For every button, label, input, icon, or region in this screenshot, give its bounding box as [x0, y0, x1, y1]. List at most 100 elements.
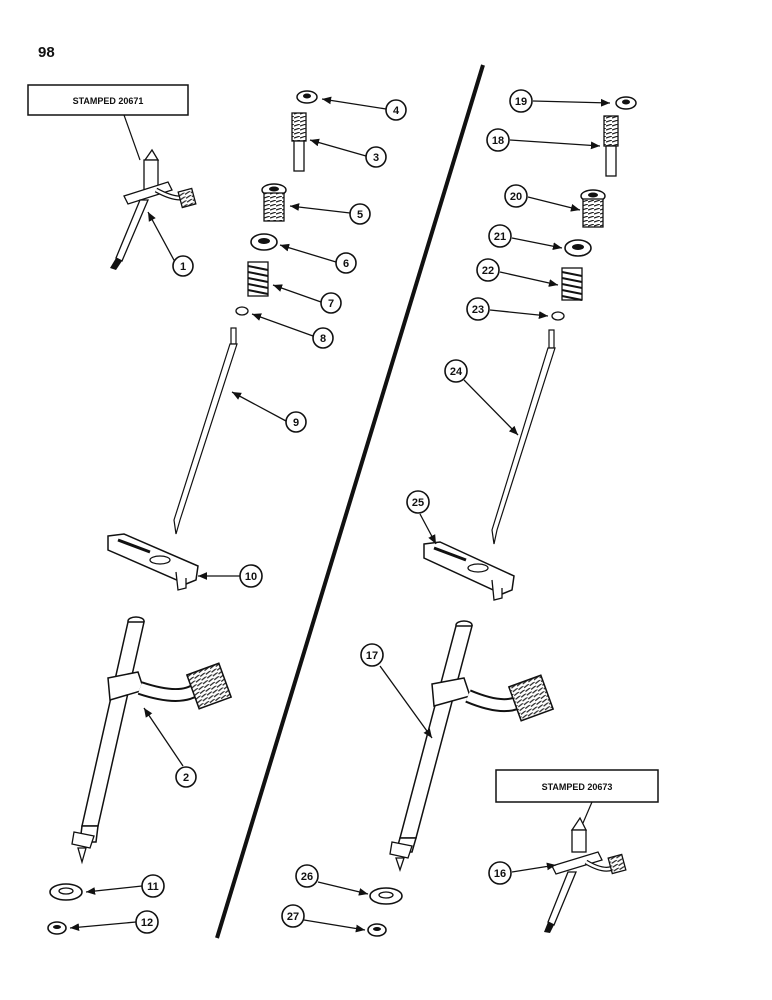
- svg-text:22: 22: [482, 265, 494, 277]
- leader-26: [317, 881, 369, 896]
- callout-8: 8: [312, 327, 334, 349]
- callout-21: 21: [488, 224, 512, 248]
- stamp-box-left: STAMPED 20671: [27, 84, 189, 161]
- svg-text:21: 21: [494, 231, 506, 243]
- callout-23: 23: [466, 297, 490, 321]
- leader-18: [509, 139, 601, 150]
- divider-line: [215, 64, 485, 939]
- callout-24: 24: [444, 359, 468, 383]
- part-lock-nut-6: [250, 233, 278, 251]
- callout-26: 26: [295, 864, 319, 888]
- leader-19: [532, 98, 611, 107]
- callout-10: 10: [239, 564, 263, 588]
- callout-16: 16: [488, 861, 512, 885]
- leader-21: [511, 237, 563, 251]
- leader-22: [499, 271, 559, 287]
- svg-text:23: 23: [472, 304, 484, 316]
- injector-assembly-small-left: [110, 148, 197, 270]
- part-washer-27: [367, 923, 387, 937]
- callout-7: 7: [320, 292, 342, 314]
- part-seat-23: [551, 311, 565, 321]
- svg-text:17: 17: [366, 650, 378, 662]
- part-lock-nut-21: [564, 239, 592, 257]
- callout-19: 19: [509, 89, 533, 113]
- svg-text:16: 16: [494, 868, 506, 880]
- stamp-label-right: STAMPED 20673: [542, 782, 613, 792]
- svg-text:26: 26: [301, 871, 313, 883]
- leader-16: [511, 862, 557, 873]
- leader-2: [143, 707, 184, 767]
- leader-23: [489, 309, 549, 319]
- leader-3: [309, 138, 367, 157]
- leader-lines: [69, 96, 611, 933]
- part-cap-nut-5: [261, 183, 287, 222]
- svg-text:8: 8: [320, 333, 326, 345]
- part-spring-7: [247, 261, 269, 297]
- leader-17: [379, 665, 433, 739]
- svg-text:2: 2: [183, 772, 189, 784]
- leader-7: [272, 284, 322, 303]
- callout-18: 18: [486, 128, 510, 152]
- callout-11: 11: [141, 874, 165, 898]
- part-nut-4: [296, 90, 318, 104]
- page-number: 98: [38, 44, 55, 61]
- part-spring-22: [561, 267, 583, 301]
- leader-24: [463, 379, 519, 436]
- svg-text:9: 9: [293, 417, 299, 429]
- callout-22: 22: [476, 258, 500, 282]
- part-washer-26: [369, 887, 403, 905]
- stamp-box-right: STAMPED 20673: [495, 769, 659, 831]
- leader-12: [69, 921, 137, 932]
- callout-3: 3: [365, 146, 387, 168]
- svg-text:3: 3: [373, 152, 379, 164]
- svg-text:24: 24: [450, 366, 463, 378]
- part-clamp-25: [423, 541, 515, 601]
- part-washer-12: [47, 921, 67, 935]
- callouts: 1 3 4 5 6 7 8 9 10 2 11 12 19 18 20 21 2…: [135, 89, 533, 934]
- part-injector-17: [389, 620, 555, 873]
- leader-4: [321, 96, 387, 110]
- leader-9: [231, 391, 287, 422]
- part-washer-11: [49, 883, 83, 901]
- part-clamp-10: [107, 533, 199, 591]
- injector-assembly-small-right: [544, 816, 627, 933]
- svg-text:7: 7: [328, 298, 334, 310]
- part-injector-2: [71, 616, 233, 865]
- callout-20: 20: [504, 184, 528, 208]
- part-screw-3: [291, 112, 307, 172]
- stamp-label-left: STAMPED 20671: [73, 96, 144, 106]
- callout-12: 12: [135, 910, 159, 934]
- leader-1: [147, 211, 176, 263]
- leader-25: [419, 513, 437, 545]
- leader-20: [527, 196, 581, 212]
- callout-4: 4: [385, 99, 407, 121]
- callout-25: 25: [406, 490, 430, 514]
- svg-text:18: 18: [492, 135, 504, 147]
- callout-1: 1: [172, 255, 194, 277]
- svg-text:10: 10: [245, 571, 257, 583]
- leader-6: [279, 243, 337, 263]
- callout-27: 27: [281, 904, 305, 928]
- callout-9: 9: [285, 411, 307, 433]
- callout-6: 6: [335, 252, 357, 274]
- svg-text:6: 6: [343, 258, 349, 270]
- part-seat-8: [235, 306, 249, 316]
- svg-text:25: 25: [412, 497, 424, 509]
- svg-text:5: 5: [357, 209, 363, 221]
- svg-text:20: 20: [510, 191, 522, 203]
- callout-2: 2: [175, 766, 197, 788]
- svg-text:19: 19: [515, 96, 527, 108]
- leader-5: [289, 203, 351, 214]
- part-spindle-9: [173, 327, 238, 535]
- part-spindle-24: [491, 329, 556, 545]
- svg-text:1: 1: [180, 261, 186, 273]
- leader-11: [85, 885, 143, 895]
- svg-text:4: 4: [393, 105, 400, 117]
- svg-text:27: 27: [287, 911, 299, 923]
- callout-5: 5: [349, 203, 371, 225]
- svg-text:11: 11: [147, 881, 159, 893]
- part-nut-19: [615, 96, 637, 110]
- part-screw-18: [603, 115, 619, 177]
- part-cap-nut-20: [580, 189, 606, 228]
